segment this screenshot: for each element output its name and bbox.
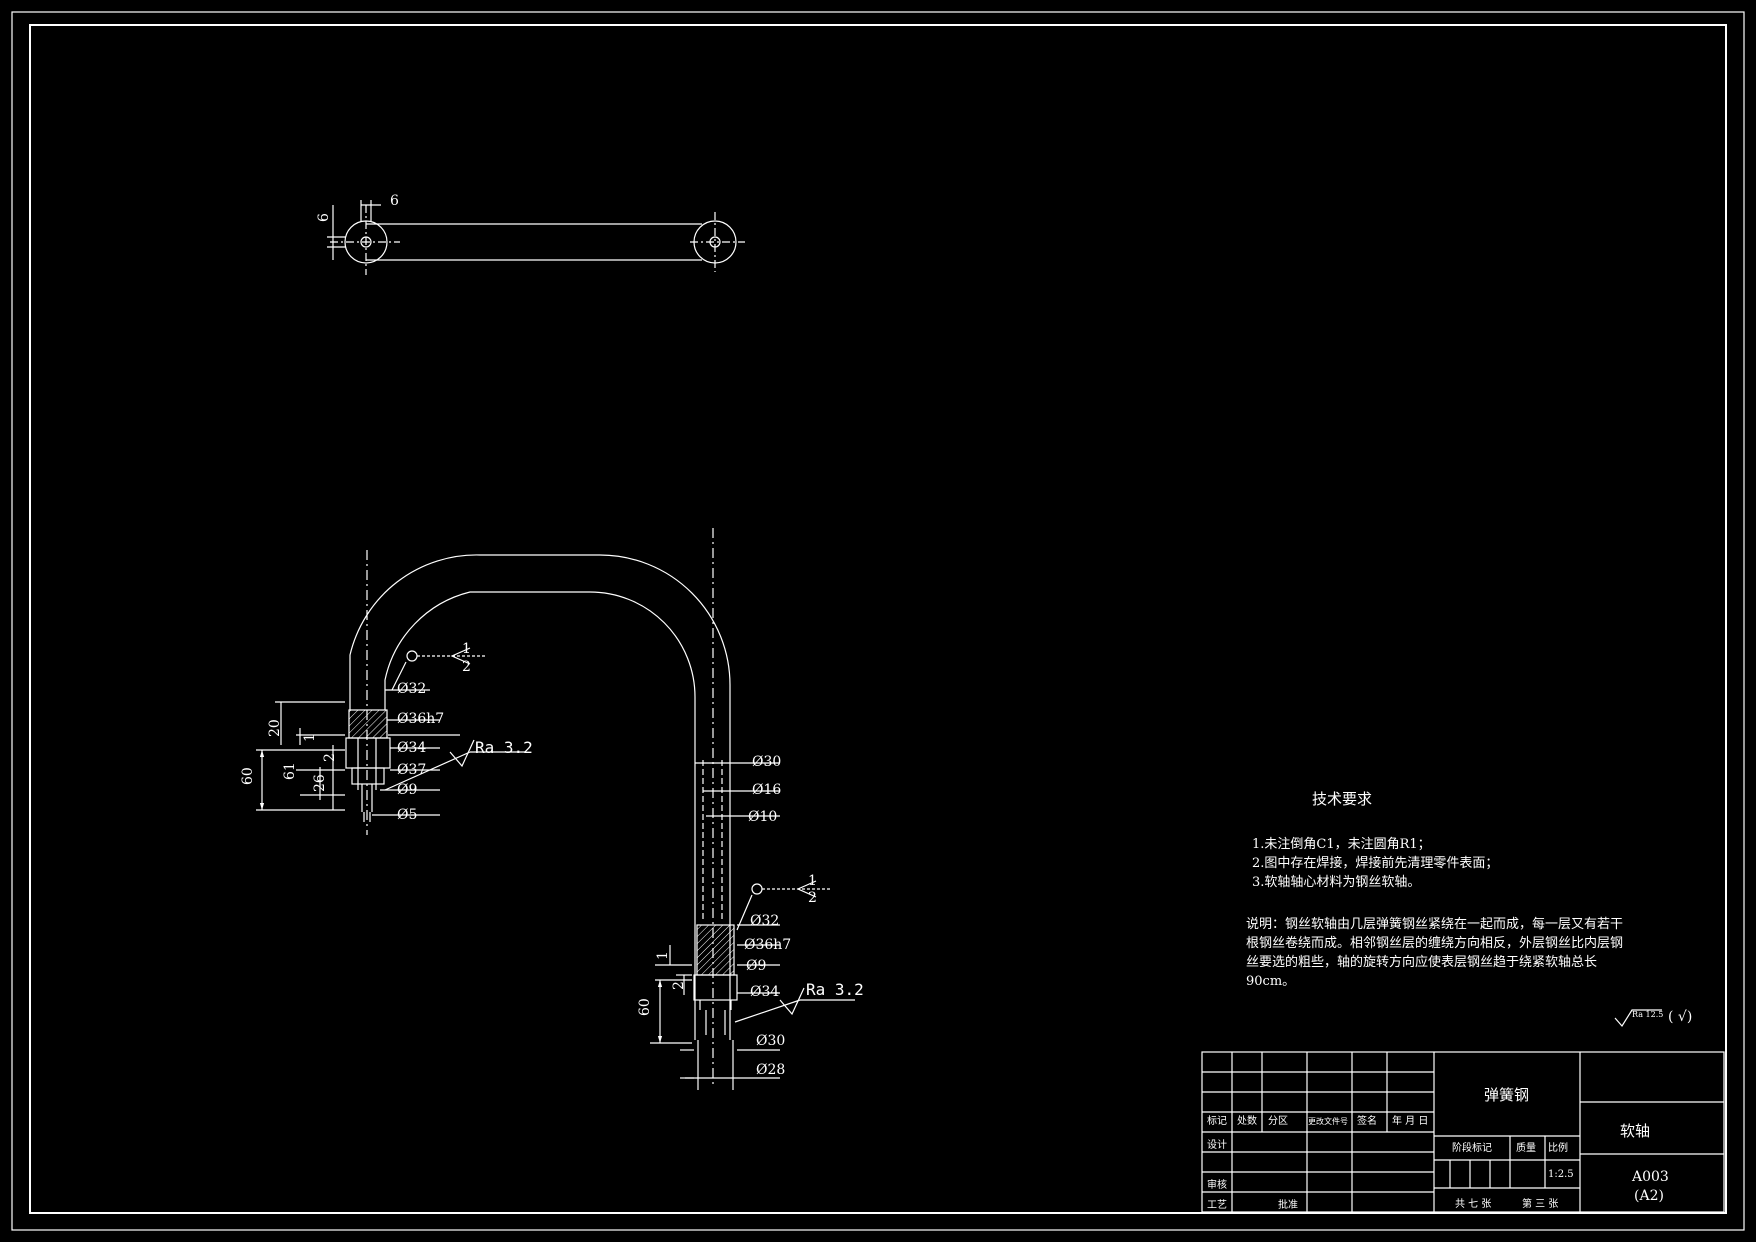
tb-header-date: 年 月 日 [1392,1116,1429,1127]
tech-req-item-2: 2.图中存在焊接，焊接前先清理零件表面； [1252,856,1499,871]
tb-sheet-size: (A2) [1634,1188,1664,1204]
left-d36h7: Ø36h7 [397,711,445,727]
right-roughness: Ra 3.2 [806,980,864,999]
right-d34: Ø34 [750,984,780,1000]
tb-check: 审核 [1207,1180,1227,1191]
right-leader-b: 2 [808,890,817,906]
tech-req-title: 技术要求 [1312,790,1373,808]
left-leader-a: 1 [462,641,471,657]
tb-header-zone: 分区 [1268,1116,1288,1127]
left-d37: Ø37 [397,762,427,778]
left-v60: 60 [240,767,256,785]
top-dim-height: 6 [316,213,332,222]
right-d9: Ø9 [746,958,767,974]
left-d34: Ø34 [397,740,427,756]
tb-drawing-no: A003 [1632,1169,1669,1185]
top-view [327,200,745,275]
tech-desc-line-1: 说明：钢丝软轴由几层弹簧钢丝紧绕在一起而成，每一层又有若干 [1246,917,1624,932]
tb-header-doc: 更改文件号 [1308,1117,1348,1126]
right-leader-a: 1 [808,873,817,889]
left-v26: 26 [312,774,328,792]
tb-sheet-no: 第 三 张 [1522,1199,1559,1210]
left-v1: 1 [302,733,318,742]
tb-header-count: 处数 [1237,1116,1257,1127]
left-leader-b: 2 [462,659,471,675]
surface-paren: ( √) [1668,1009,1693,1025]
tech-desc-line-2: 根钢丝卷绕而成。相邻钢丝层的缠绕方向相反，外层钢丝比内层钢 [1246,936,1624,951]
inner-border [29,24,1727,1214]
tb-header-sign: 签名 [1357,1116,1377,1127]
tech-desc-line-3: 丝要选的粗些，轴的旋转方向应使表层钢丝趋于绕紧软轴总长 [1246,955,1598,970]
top-dim-width: 6 [390,193,399,209]
bent-tube [349,528,731,1085]
left-v2: 2 [322,753,338,762]
left-v20: 20 [267,719,283,737]
outer-border [11,11,1745,1231]
right-d32: Ø32 [750,913,780,929]
tb-sheets: 共 七 张 [1455,1199,1492,1210]
left-d5: Ø5 [397,807,418,823]
right-d36h7: Ø36h7 [744,937,792,953]
left-roughness: Ra 3.2 [475,738,533,757]
right-v60: 60 [637,998,653,1016]
right-d30b: Ø30 [756,1033,786,1049]
tech-desc-line-4: 90cm。 [1246,974,1296,989]
tb-scale: 1:2.5 [1548,1169,1574,1180]
right-d28: Ø28 [756,1062,786,1078]
tb-material: 弹簧钢 [1484,1086,1530,1104]
right-fitting [693,760,738,1035]
tb-ratio: 比例 [1548,1143,1568,1154]
title-block-grid [1201,1051,1725,1213]
tb-header-mark: 标记 [1207,1116,1227,1127]
surface-mark: Ra 12.5 [1632,1010,1664,1019]
left-d32: Ø32 [397,681,427,697]
tb-mass: 质量 [1516,1143,1536,1154]
left-d9: Ø9 [397,782,418,798]
right-v1: 1 [655,951,671,960]
tb-process: 工艺 [1207,1200,1227,1211]
tb-design: 设计 [1207,1140,1227,1151]
right-dimensions [650,762,855,1090]
left-fitting [345,709,391,822]
tb-stage-mark: 阶段标记 [1452,1143,1492,1154]
right-d30a: Ø30 [752,754,782,770]
right-d10: Ø10 [748,809,778,825]
surface-symbol [1614,1009,1662,1028]
right-v2: 2 [671,981,687,990]
tb-part-name: 软轴 [1620,1122,1651,1140]
left-v61: 61 [282,762,298,780]
tb-approve: 批准 [1278,1200,1298,1211]
right-d16: Ø16 [752,782,782,798]
tech-req-item-3: 3.软轴轴心材料为钢丝软轴。 [1252,875,1421,890]
left-dimensions [256,647,525,816]
tech-req-item-1: 1.未注倒角C1，未注圆角R1； [1252,837,1431,852]
